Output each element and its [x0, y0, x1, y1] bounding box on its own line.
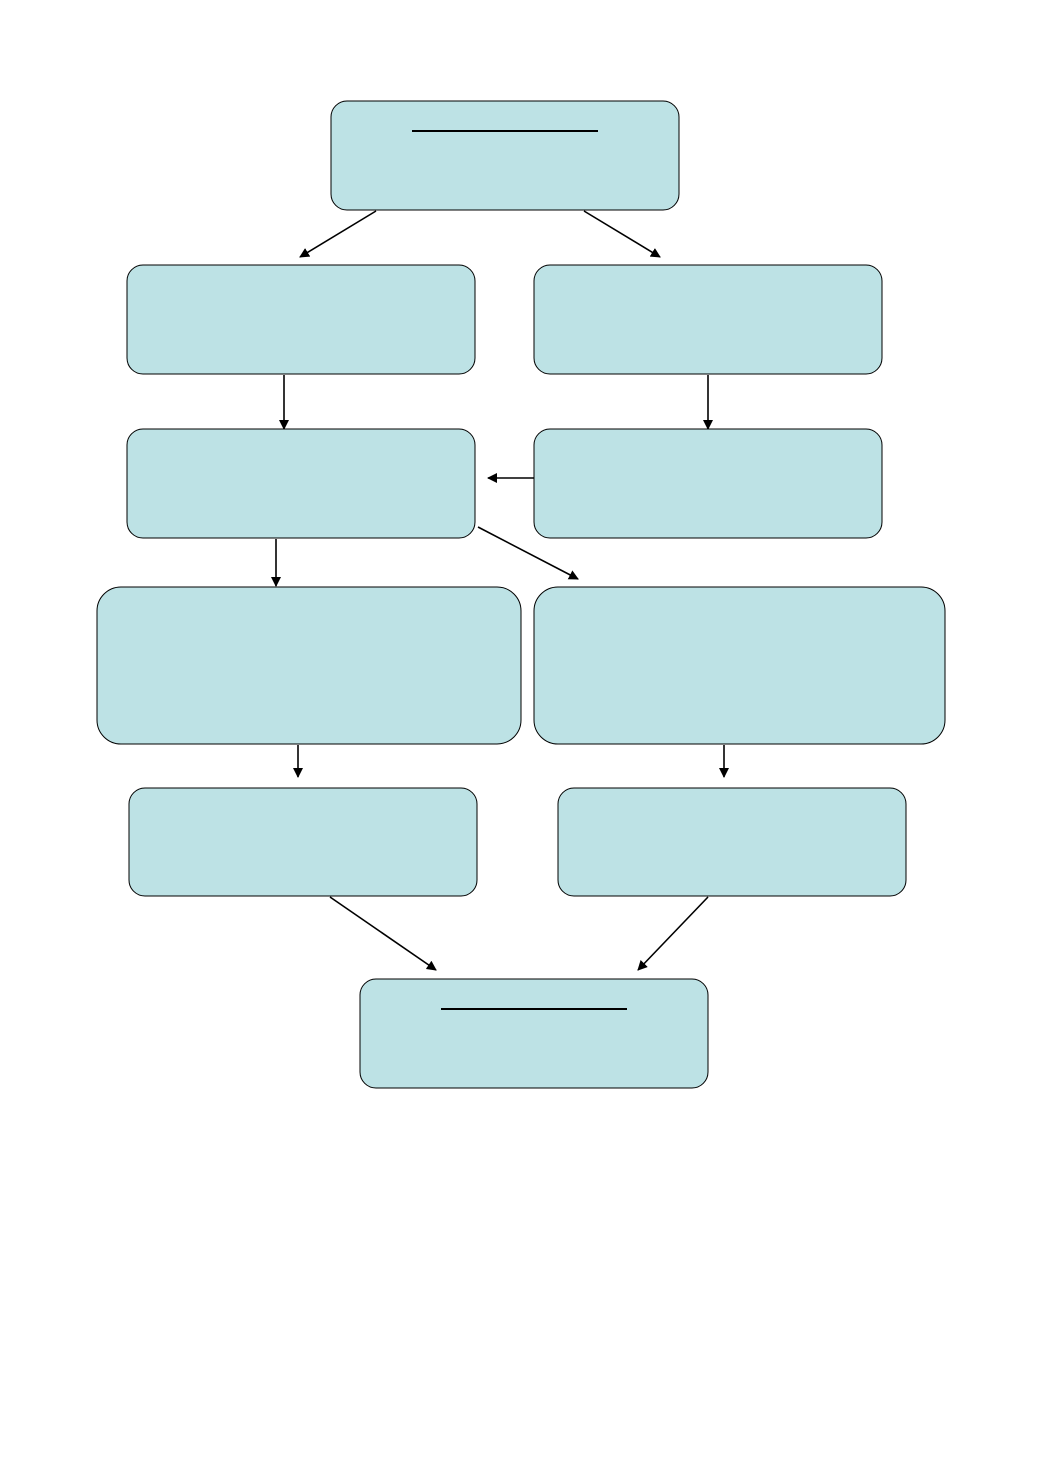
node-bottom [359, 978, 709, 1089]
node-left-2 [126, 428, 476, 539]
node-left-4 [128, 787, 478, 897]
node-right-4-box [557, 787, 907, 897]
edge-top-to-left-1 [299, 210, 377, 258]
nodes [96, 100, 946, 1089]
node-left-4-box [128, 787, 478, 897]
edge-top-to-right-1 [583, 210, 661, 258]
node-left-3-box [96, 586, 522, 745]
edge-right-4-to-bottom [637, 896, 709, 971]
node-right-2 [533, 428, 883, 539]
node-left-3 [96, 586, 522, 745]
node-right-3 [533, 586, 946, 745]
edge-left-4-to-bottom [329, 896, 437, 971]
edge-left-2-to-right-3 [477, 526, 579, 580]
node-top-box [330, 100, 680, 211]
node-bottom-box [359, 978, 709, 1089]
node-right-1-box [533, 264, 883, 375]
node-top [330, 100, 680, 211]
node-right-2-box [533, 428, 883, 539]
node-left-1 [126, 264, 476, 375]
node-left-2-box [126, 428, 476, 539]
connectors [271, 210, 729, 971]
node-right-3-box [533, 586, 946, 745]
node-right-4 [557, 787, 907, 897]
node-left-1-box [126, 264, 476, 375]
node-right-1 [533, 264, 883, 375]
